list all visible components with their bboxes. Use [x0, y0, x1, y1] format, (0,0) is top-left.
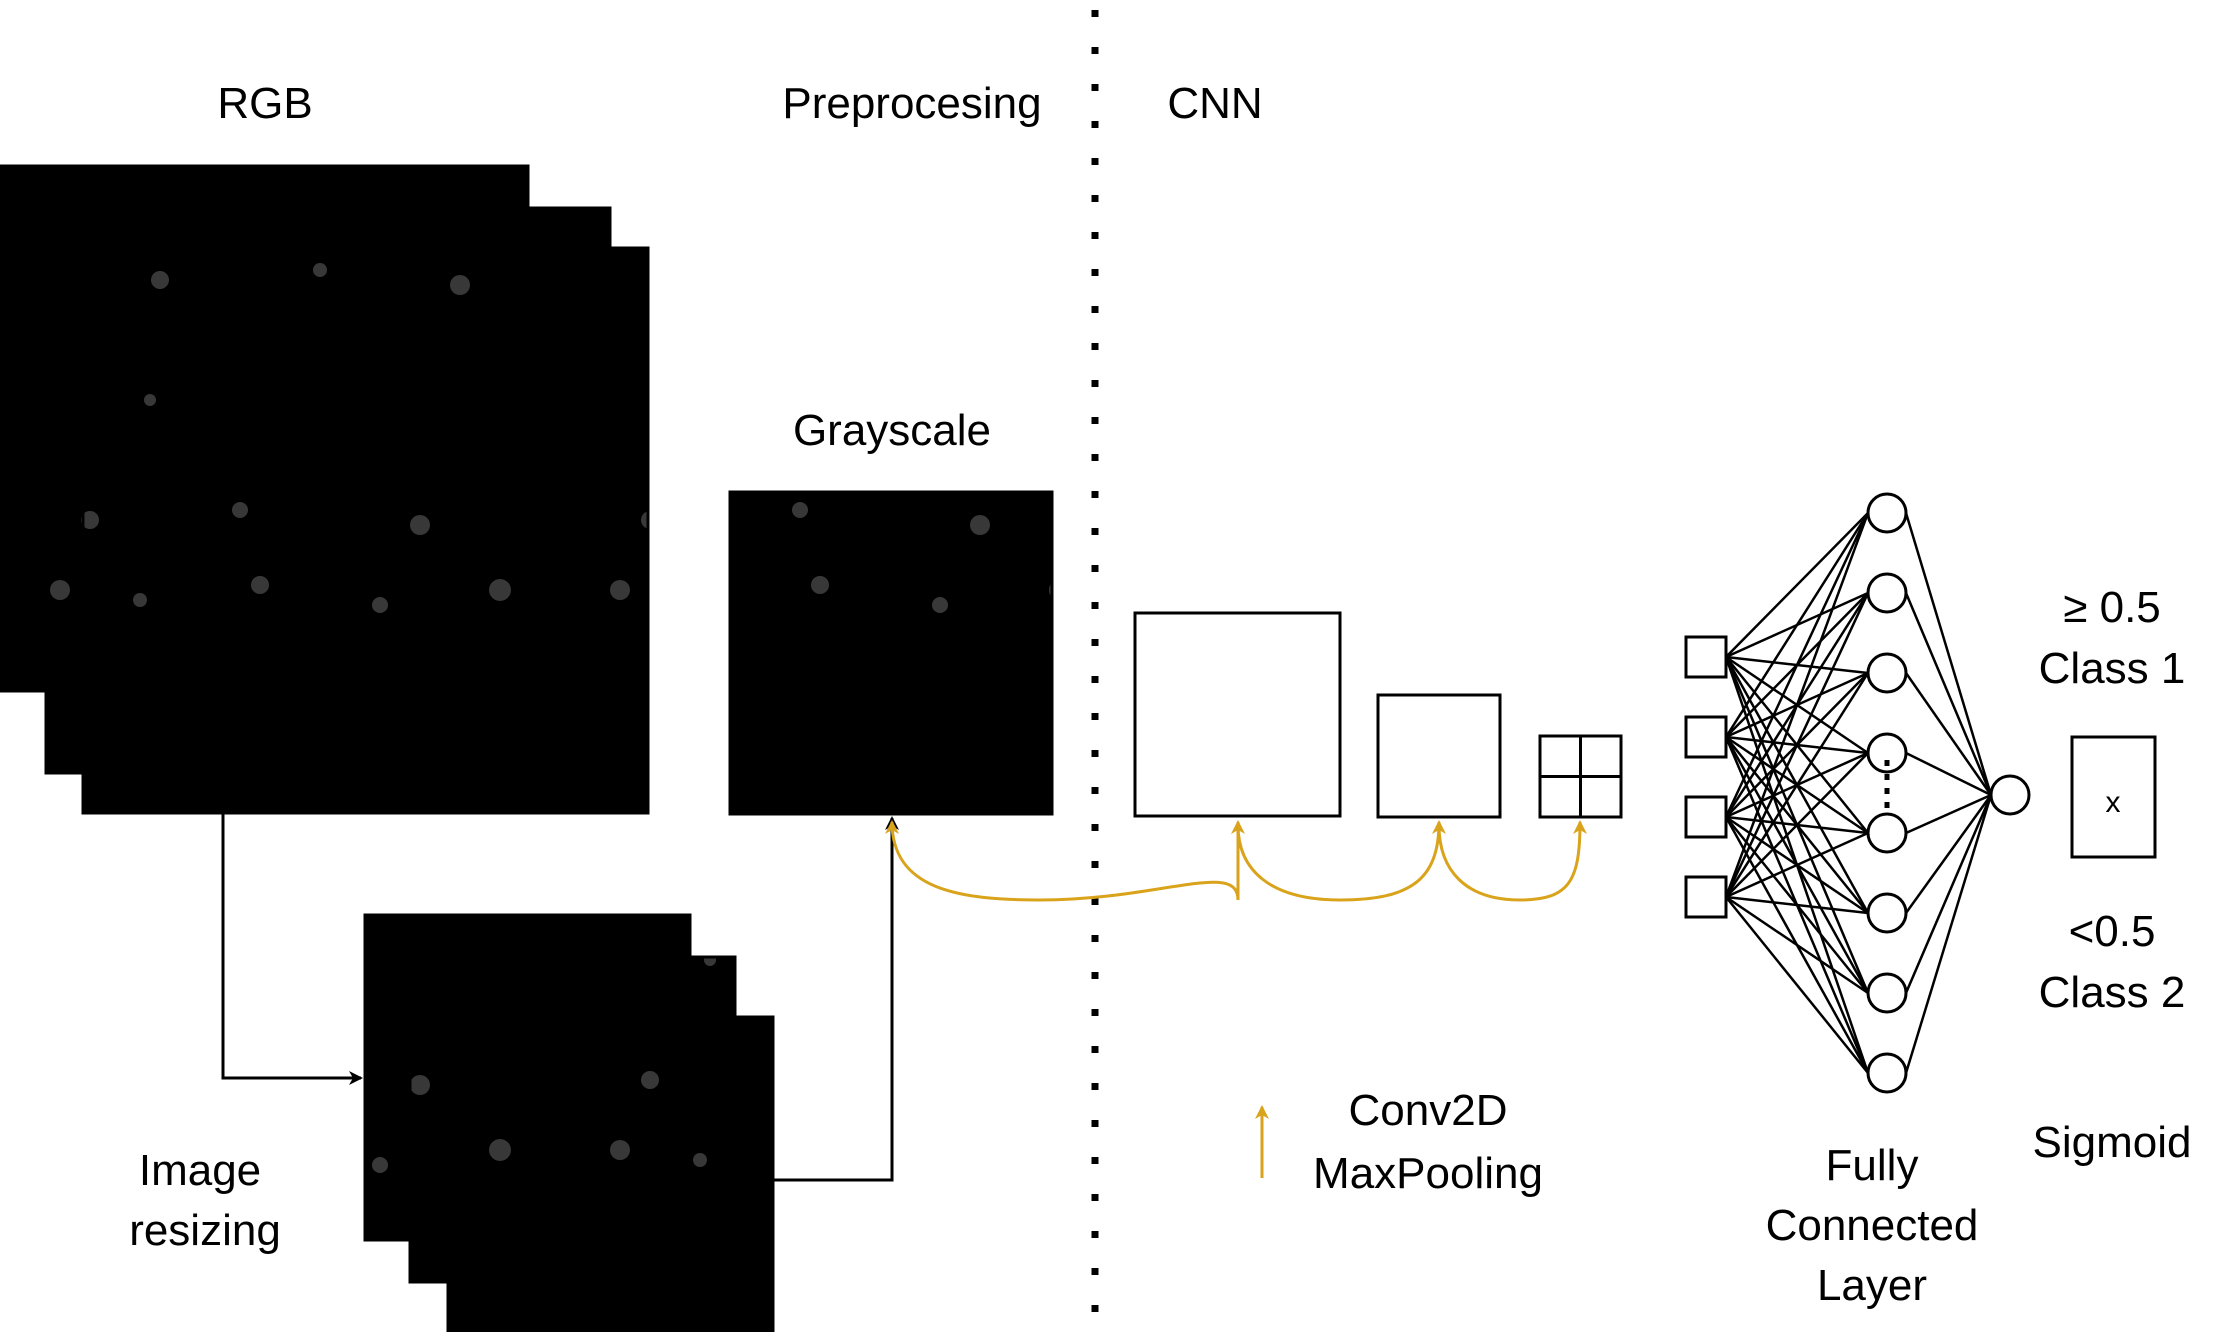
output-x-label: x: [2106, 786, 2121, 819]
conv-arrow-to-block3: [1437, 820, 1587, 902]
fc-edge: [1725, 752, 1869, 898]
arrow-resize-to-grayscale: [773, 816, 899, 1182]
conv-arrow-to-grayscale: [885, 820, 1240, 902]
fc-nodes: [1684, 492, 2031, 1094]
fc-edge: [1724, 512, 1870, 898]
grayscale-image: [728, 490, 1054, 816]
fc-hidden-node-2: [1866, 572, 1908, 614]
legend-maxpooling: MaxPooling: [1313, 1149, 1543, 1198]
fc-edge-output: [1904, 512, 1993, 796]
label-layer: Layer: [1817, 1261, 1927, 1310]
fc-edge: [1725, 895, 1869, 915]
fc-input-node-3: [1684, 795, 1728, 839]
resized-red-channel: [446, 1015, 775, 1332]
fc-edge-output: [1904, 672, 1993, 796]
fc-edge-output: [1905, 793, 1992, 835]
fc-edge-output: [1905, 751, 1992, 797]
label-rgb: RGB: [217, 79, 312, 128]
fc-hidden-node-4: [1866, 732, 1908, 774]
fc-edge: [1724, 512, 1870, 738]
label-class-2: Class 2: [2039, 968, 2186, 1017]
label-class-1: Class 1: [2039, 644, 2186, 693]
fc-edge-output: [1904, 592, 1993, 796]
fc-edge-output: [1904, 794, 1993, 1074]
fc-hidden-node-1: [1866, 492, 1908, 534]
fc-hidden-node-6: [1866, 892, 1908, 934]
fc-edge-output: [1904, 794, 1993, 914]
conv-block-3: [1538, 734, 1623, 819]
fc-hidden-node-5: [1866, 812, 1908, 854]
resized-rgb-stack: [363, 913, 775, 1332]
conv-pool-arrows: [885, 820, 1587, 902]
label-connected: Connected: [1766, 1201, 1979, 1250]
rgb-channel-stack: [0, 164, 650, 815]
fc-edge: [1724, 672, 1870, 898]
red-channel-image: [81, 246, 650, 815]
fc-edge: [1725, 895, 1869, 995]
label-image-resizing-2: resizing: [129, 1206, 281, 1255]
sigmoid-output-node: [1989, 774, 2031, 816]
label-threshold-high: ≥ 0.5: [2063, 583, 2161, 632]
label-threshold-low: <0.5: [2069, 907, 2156, 956]
fc-input-node-1: [1684, 635, 1728, 679]
fc-edge: [1724, 512, 1870, 818]
conv-block-1: [1133, 611, 1342, 818]
fc-edge: [1725, 512, 1869, 658]
label-sigmoid: Sigmoid: [2033, 1118, 2192, 1167]
output-box: [2070, 735, 2157, 859]
fc-edge-output: [1904, 794, 1993, 994]
fc-hidden-node-7: [1866, 972, 1908, 1014]
fc-hidden-node-3: [1866, 652, 1908, 694]
fc-connections: [1724, 512, 1993, 1074]
label-grayscale: Grayscale: [793, 406, 991, 455]
fc-hidden-node-8: [1866, 1052, 1908, 1094]
label-cnn: CNN: [1167, 79, 1262, 128]
fc-edge: [1725, 831, 1869, 899]
conv-arrow-to-block2: [1236, 820, 1446, 902]
legend-conv2d: Conv2D: [1349, 1086, 1508, 1135]
conv-block-2: [1376, 693, 1502, 819]
label-image-resizing-1: Image: [139, 1146, 261, 1195]
label-fully: Fully: [1826, 1141, 1919, 1190]
fc-edge: [1724, 592, 1870, 898]
label-preprocessing: Preprocesing: [782, 79, 1041, 128]
arrow-rgb-to-resize: [221, 813, 363, 1085]
fc-input-node-4: [1684, 875, 1728, 919]
fc-edge: [1725, 896, 1869, 1074]
fc-input-node-2: [1684, 715, 1728, 759]
